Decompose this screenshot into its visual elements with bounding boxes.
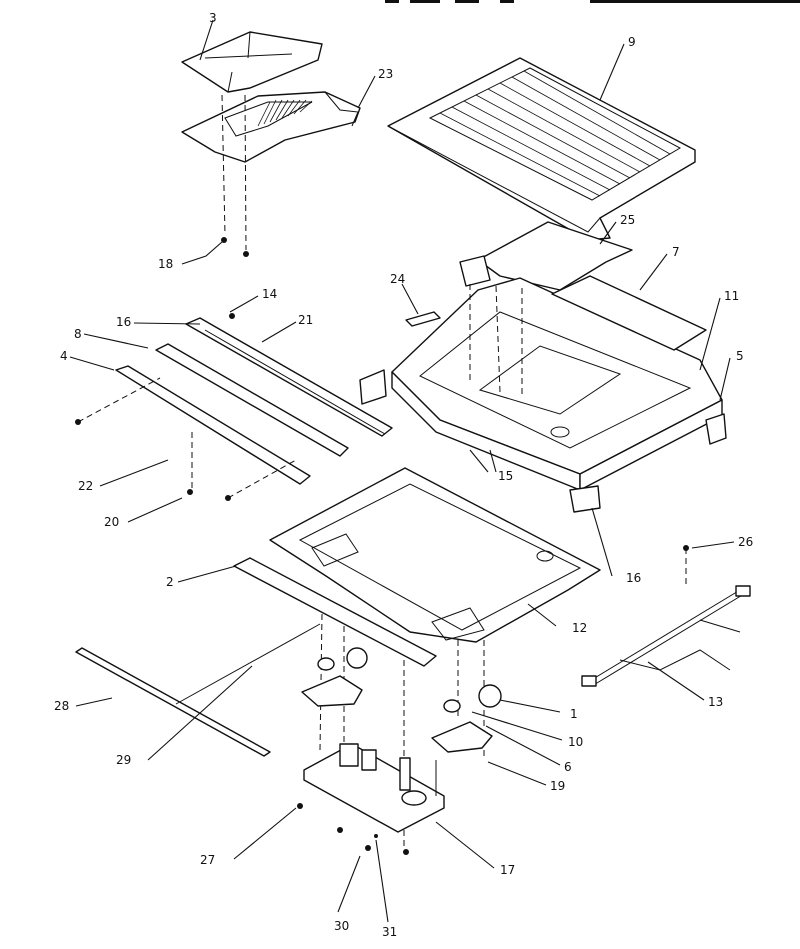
callout-14: 14: [262, 287, 277, 301]
rail-assembly: [115, 317, 393, 485]
leader-lines: [69, 19, 735, 923]
part-28-strip: [75, 647, 271, 757]
part-13-harness: [581, 585, 751, 687]
part-24-plate: [405, 311, 441, 327]
callout-24: 24: [390, 272, 405, 286]
callout-10: 10: [568, 735, 583, 749]
callout-20: 20: [104, 515, 119, 529]
part-23-frame: [181, 91, 361, 163]
callout-25: 25: [620, 213, 635, 227]
part-12-base: [269, 467, 601, 643]
callout-18: 18: [158, 257, 173, 271]
callout-21: 21: [298, 313, 313, 327]
callout-11: 11: [724, 289, 739, 303]
cropped-header: [385, 0, 800, 3]
callout-30: 30: [334, 919, 349, 933]
callout-22: 22: [78, 479, 93, 493]
callout-9: 9: [628, 35, 636, 49]
callout-26: 26: [738, 535, 753, 549]
left-socket-assembly: [301, 647, 368, 707]
callout-28: 28: [54, 699, 69, 713]
part-29-wire: [175, 623, 321, 705]
main-housing: [359, 255, 727, 513]
part-3-cover: [181, 31, 323, 93]
callout-16-top: 16: [116, 315, 131, 329]
callout-29: 29: [116, 753, 131, 767]
callout-16-bottom: 16: [626, 571, 641, 585]
right-socket-assembly: [431, 684, 502, 753]
callout-3: 3: [209, 11, 217, 25]
callout-labels: 3 9 23 25 7 18 24 14 11 16 21 8 5 4 15 2…: [54, 11, 753, 939]
callout-19: 19: [550, 779, 565, 793]
part-17-control: [303, 743, 445, 833]
callout-7: 7: [672, 245, 680, 259]
callout-23: 23: [378, 67, 393, 81]
callout-31: 31: [382, 925, 397, 939]
callout-27: 27: [200, 853, 215, 867]
callout-12: 12: [572, 621, 587, 635]
callout-8: 8: [74, 327, 82, 341]
callout-1: 1: [570, 707, 578, 721]
part-25-panel: [477, 221, 633, 291]
callout-2: 2: [166, 575, 174, 589]
callout-5: 5: [736, 349, 744, 363]
callout-13: 13: [708, 695, 723, 709]
callout-15: 15: [498, 469, 513, 483]
part-9-shelf: [387, 57, 696, 241]
part-2-bar: [233, 557, 437, 667]
callout-4: 4: [60, 349, 68, 363]
callout-6: 6: [564, 760, 572, 774]
callout-17: 17: [500, 863, 515, 877]
